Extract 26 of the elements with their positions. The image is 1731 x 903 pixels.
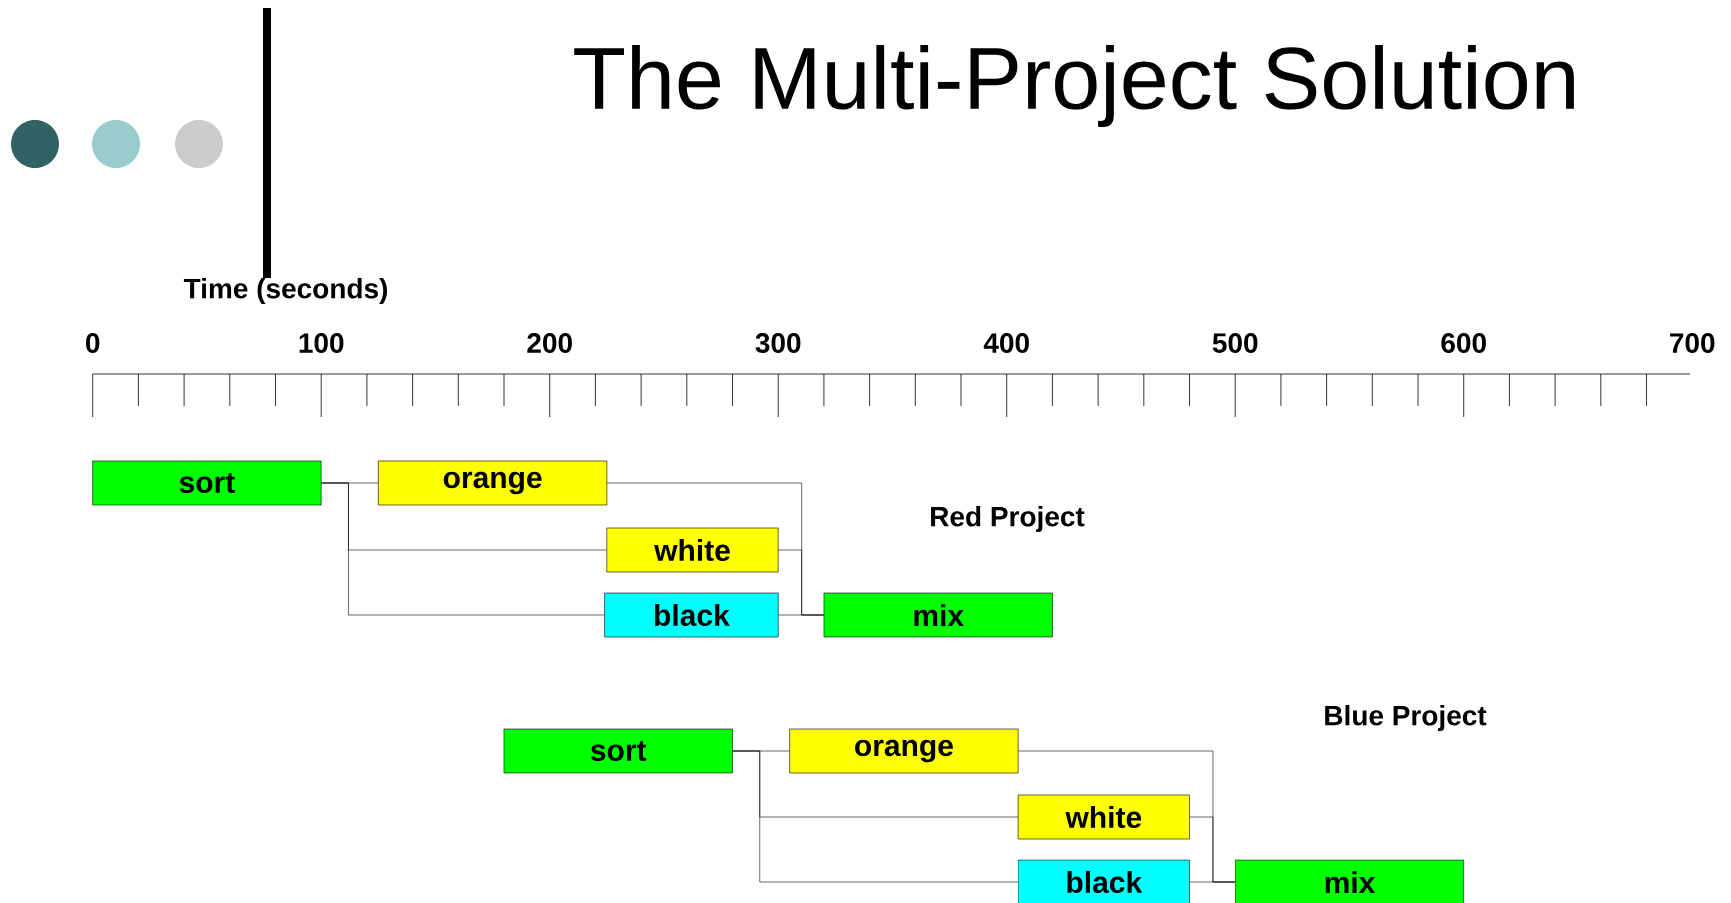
tick-label: 200 bbox=[527, 333, 572, 353]
task-bar: white bbox=[1017, 794, 1190, 840]
tick-label: 500 bbox=[1212, 333, 1258, 353]
task-bar: sort bbox=[92, 460, 322, 506]
connector-line bbox=[1189, 881, 1236, 883]
task-bar: orange bbox=[789, 728, 1019, 774]
task-bar: black bbox=[604, 592, 779, 638]
tick-label: 100 bbox=[299, 333, 344, 353]
task-bar: orange bbox=[378, 460, 608, 506]
tick-label: 600 bbox=[1441, 333, 1486, 353]
task-bar: mix bbox=[823, 592, 1053, 638]
connector-line bbox=[321, 482, 605, 616]
title: The Multi-Project Solution bbox=[574, 45, 1574, 127]
task-bar: mix bbox=[1234, 859, 1465, 903]
task-bar: black bbox=[1017, 859, 1190, 903]
tick-label: 700 bbox=[1670, 333, 1715, 353]
task-bar: sort bbox=[503, 728, 733, 774]
tick-label: 400 bbox=[983, 333, 1029, 353]
connector-line bbox=[732, 750, 1019, 883]
project-label: Red Project bbox=[931, 505, 1085, 533]
connector-line bbox=[778, 614, 824, 616]
task-bar: white bbox=[606, 527, 779, 573]
tick-label: 300 bbox=[755, 333, 801, 353]
tick-label: 0 bbox=[86, 333, 100, 353]
axis-title: Time (seconds) bbox=[183, 277, 388, 305]
project-label: Blue Project bbox=[1325, 704, 1487, 732]
